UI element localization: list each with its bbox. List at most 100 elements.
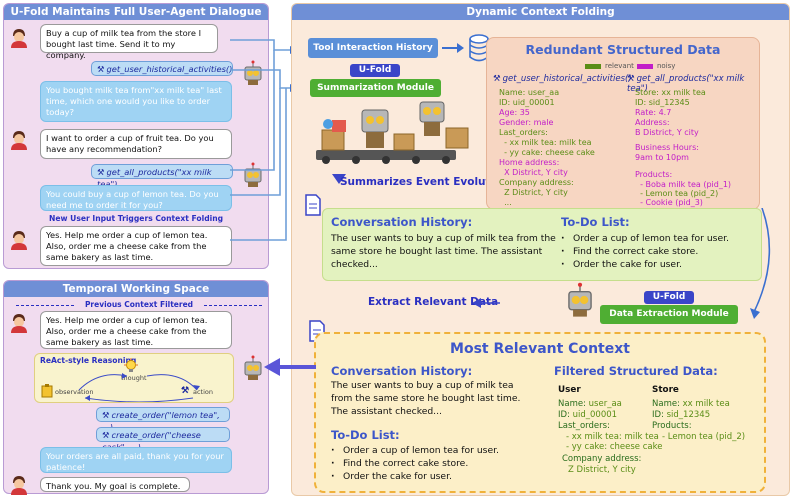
rb-right-relevant-2: - Lemon tea (pid_2) [635, 189, 718, 199]
arrow-down-icon [332, 174, 346, 184]
tool-call-create-order-cake: ⚒create_order("cheese cask", ...) [96, 427, 230, 452]
react-action-label: action [193, 388, 214, 396]
context-folding-trigger-note: New User Input Triggers Context Folding [49, 214, 224, 223]
todo-heading: To-Do List: [561, 215, 630, 229]
filtered-store-head: Store [652, 385, 679, 395]
conv-heading: Conversation History: [331, 215, 473, 229]
agent-message-final: Your orders are all paid, thank you for … [40, 447, 232, 473]
rb-field: Last_orders: [499, 128, 548, 137]
rb-left-relevant-1: Name: user_aa ID: uid_00001 [499, 88, 559, 108]
rb-field: Name: user_aa [499, 88, 560, 97]
rb-right-noisy-3: - Cookie (pid_3) [635, 198, 703, 208]
rb-field: Rate: 4.7 [635, 108, 672, 117]
todo-item: Find the correct cake store. [561, 245, 729, 258]
store-id-row: ID: sid_12345 [652, 410, 710, 421]
rb-field: Z District, Y city [499, 187, 568, 197]
user-order-1: - xx milk tea: milk tea [566, 432, 659, 442]
flow-arrow-right [750, 208, 771, 319]
rb-field: B District, Y city [635, 127, 699, 137]
divider [16, 305, 74, 306]
connector-lines [230, 39, 298, 241]
user-message-final: Thank you. My goal is complete. [40, 477, 190, 492]
rb-left-relevant-2: Last_orders: - xx milk tea: milk tea - y… [499, 128, 595, 157]
todo-item: Order the cake for user. [331, 470, 499, 483]
rb-right-noisy-2: Products: - Boba milk tea (pid_1) [635, 170, 731, 190]
redundant-data-box: Redundant Structured Data relevant noisy… [486, 37, 760, 210]
arrow-right-icon [442, 43, 464, 53]
user-message-current: Yes. Help me order a cup of lemon tea. A… [40, 311, 232, 349]
store-products-key: Products: [652, 421, 692, 431]
most-conv-text: The user wants to buy a cup of milk tea … [331, 380, 521, 417]
tool-call-label: get_all_products("xx milk tea") [97, 167, 212, 189]
tool-call-icon: ⚒ [102, 410, 110, 420]
react-title: ReAct-style Reasoning [40, 356, 137, 365]
dialogue-panel-title: U-Fold Maintains Full User-Agent Dialogu… [4, 4, 268, 20]
todo-item: Order the cake for user. [561, 258, 729, 271]
field-value: sid_12345 [666, 410, 711, 420]
extract-label: Extract Relevant Data [368, 296, 499, 308]
user-address-value: Z District, Y city [568, 465, 636, 475]
robot-factory-illustration [316, 101, 469, 164]
rb-right-relevant-1: Store: xx milk tea ID: sid_12345 [635, 88, 706, 108]
legend-relevant-swatch [585, 64, 601, 69]
user-avatar-icon [11, 476, 27, 495]
most-conv-heading: Conversation History: [331, 364, 473, 378]
react-thought-label: thought [121, 374, 147, 382]
user-orders-row: Last_orders: [558, 421, 610, 432]
most-todo-heading: To-Do List: [331, 428, 400, 442]
user-avatar-icon [11, 314, 27, 333]
rb-left-noisy-1: Age: 35 Gender: male [499, 108, 553, 128]
react-observation-label: observation [55, 388, 94, 396]
tool-call-get-all-products: ⚒get_all_products("xx milk tea") [91, 164, 233, 189]
filtered-user-head: User [558, 385, 581, 395]
rb-field: 9am to 10pm [635, 153, 689, 163]
rb-left-relevant-3: Company address: Z District, Y city ... [499, 178, 574, 207]
rb-field: Home address: [499, 158, 560, 167]
rb-field: - Cookie (pid_3) [635, 198, 703, 207]
agent-message-1: You bought milk tea from"xx milk tea" la… [40, 81, 232, 122]
rb-field: X District, Y city [499, 167, 568, 177]
rb-field: - xx milk tea: milk tea [499, 137, 592, 147]
todo-item: Order a cup of lemon tea for user. [561, 232, 729, 245]
field-key: ID: [652, 410, 664, 420]
context-folding-panel: Dynamic Context Folding Tool Interaction… [291, 3, 790, 496]
conv-text: The user wants to buy a cup of milk tea … [331, 233, 556, 270]
clipboard-icon [41, 384, 53, 398]
rb-field: ID: uid_00001 [499, 97, 555, 107]
rb-left-noisy-2: Home address: X District, Y city [499, 158, 568, 178]
store-product-1: - Lemon tea (pid_2) [662, 432, 746, 442]
user-message-3: Yes. Help me order a cup of lemon tea. A… [40, 226, 232, 266]
user-address-key: Company address: [562, 454, 642, 464]
arrow-left-icon [472, 298, 500, 308]
lightbulb-icon [124, 358, 138, 372]
user-avatar-icon [11, 231, 27, 250]
user-avatar-icon [11, 29, 27, 48]
todo-item: Find the correct cake store. [331, 457, 499, 470]
user-order-2: - yy cake: cheese cake [566, 442, 663, 452]
rb-field: Store: xx milk tea [635, 88, 706, 97]
rb-right-noisy-1: Rate: 4.7 Address: B District, Y city Bu… [635, 108, 699, 163]
rb-field: Address: [635, 117, 670, 127]
field-value: user_aa [588, 399, 622, 409]
robot-agent-icon [244, 162, 262, 187]
working-space-panel: Temporal Working Space Previous Context … [3, 280, 269, 495]
tool-interaction-history: Tool Interaction History [308, 38, 438, 58]
rb-field: - Boba milk tea (pid_1) [635, 179, 732, 189]
rb-field: Business Hours: [635, 143, 699, 153]
legend-relevant-label: relevant [605, 62, 634, 70]
rb-call-left: ⚒get_user_historical_activities() [493, 74, 632, 84]
rb-field: Products: [635, 170, 673, 179]
rb-field: - Lemon tea (pid_2) [635, 189, 719, 198]
legend-noisy-swatch [637, 64, 653, 69]
tool-call-icon: ⚒ [493, 74, 501, 84]
summarization-module: Summarization Module [310, 79, 441, 97]
most-relevant-title: Most Relevant Context [450, 341, 630, 357]
react-cycle-arrows [78, 373, 200, 402]
robot-agent-icon [244, 355, 262, 380]
robot-agent-icon [568, 282, 592, 317]
legend-noisy-label: noisy [657, 62, 676, 70]
redundant-data-title: Redundant Structured Data [525, 42, 721, 57]
rb-call-left-label: get_user_historical_activities() [502, 74, 632, 84]
ufold-tag: U-Fold [644, 291, 694, 304]
arrow-to-working-space [264, 358, 316, 376]
